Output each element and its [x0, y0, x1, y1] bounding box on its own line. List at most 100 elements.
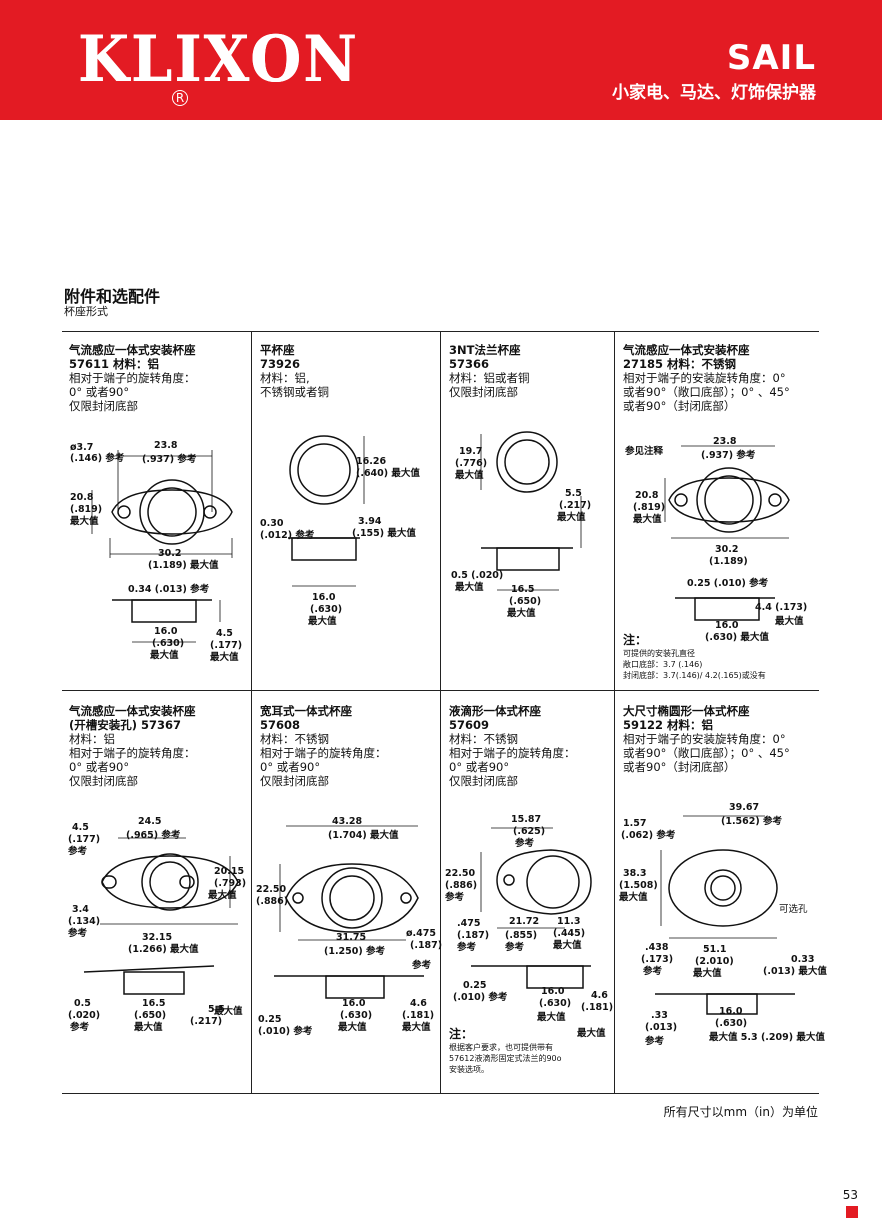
grid-divider	[614, 332, 615, 1093]
dim-text: 参考	[411, 959, 432, 971]
dim-text: 最大值	[633, 513, 662, 525]
dim-text: (.965) 参考	[126, 829, 181, 841]
dim-text: (.630)	[152, 638, 184, 649]
dim-text: 4.6	[591, 990, 608, 1001]
header-banner: KLIXON R SAIL 小家电、马达、灯饰保护器	[0, 0, 882, 120]
cell-line: 材料：铝,	[260, 371, 310, 385]
drawing-57366: 19.7 (.776) 最大值 5.5 (.217) 最大值 0.5 (.020…	[451, 431, 591, 619]
note-line: 可提供的安装孔直径	[623, 649, 695, 658]
dim-text: (.146) 参考	[70, 452, 125, 464]
dim-text: (.181)	[581, 1002, 613, 1013]
cell-line: 仅限封闭底部	[449, 774, 518, 788]
dim-text: (.012) 参考	[260, 529, 315, 541]
cup-profile	[496, 547, 560, 571]
dim-text: 23.8	[154, 440, 178, 451]
dim-text: (.650)	[509, 596, 541, 607]
cell-57608: 宽耳式一体式杯座 57608 材料：不锈钢 相对于端子的旋转角度： 0° 或者9…	[260, 704, 445, 788]
dim-text: (1.189) 最大值	[148, 559, 219, 571]
dim-text: 43.28	[332, 816, 362, 827]
cell-title: 液滴形一体式杯座	[449, 704, 541, 718]
dim-text: (.625)	[513, 826, 545, 837]
cell-57367: 气流感应一体式安装杯座 (开槽安装孔) 57367 材料：铝 相对于端子的旋转角…	[69, 704, 254, 788]
dim-text: (.819)	[633, 502, 665, 513]
cell-title: 气流感应一体式安装杯座	[69, 343, 196, 357]
note-27185: 注： 可提供的安装孔直径 敞口底部：3.7 (.146) 封闭底部：3.7(.1…	[623, 632, 766, 681]
cell-line: 仅限封闭底部	[69, 399, 138, 413]
mount-hole	[400, 892, 412, 904]
grid-divider	[62, 690, 819, 691]
grid-divider	[251, 332, 252, 1093]
dim-text: 最大值	[70, 515, 99, 527]
cup-inner-circle	[504, 439, 550, 485]
dim-text: (.177)	[210, 640, 242, 651]
dim-text: 11.3	[557, 916, 580, 927]
cup-circle	[696, 467, 762, 533]
dim-text: 31.75	[336, 932, 366, 943]
cell-title: 大尺寸椭圆形一体式杯座	[623, 704, 750, 718]
dim-text: (.187)	[457, 930, 489, 941]
cup-circle	[496, 431, 558, 493]
dim-text: 参见注释	[624, 445, 664, 457]
cell-line: 材料：铝	[69, 732, 115, 746]
cup-inner-circle	[704, 475, 754, 525]
dim-text: 最大值	[308, 615, 337, 627]
dim-text: 4.4 (.173)	[755, 602, 807, 613]
dim-text: 最大值	[553, 939, 582, 951]
dim-text: (1.250) 参考	[324, 945, 386, 957]
dim-text: 最大值	[619, 891, 648, 903]
dim-text: (.650)	[134, 1010, 166, 1021]
dim-text: (.630)	[340, 1010, 372, 1021]
dim-text: (.886)	[445, 880, 477, 891]
page-number: 53	[842, 1188, 858, 1202]
dim-text: 最大值	[210, 651, 239, 663]
note-line: 封闭底部：3.7(.146)/ 4.2(.165)或没有	[623, 671, 766, 680]
cup-grid	[62, 331, 819, 1094]
units-note: 所有尺寸以mm（in）为单位	[663, 1105, 818, 1119]
dim-text: 最大值	[402, 1021, 431, 1033]
dim-text: 最大值	[693, 967, 722, 979]
dim-text: ø.475	[406, 928, 436, 939]
note-line: 根据客户要求，也可提供带有	[449, 1043, 553, 1052]
dim-text: 参考	[67, 845, 88, 857]
dim-text: 最大值	[455, 469, 484, 481]
dim-text: 参考	[69, 1021, 90, 1033]
dim-text: 1.57	[623, 818, 646, 829]
dim-text: (.013) 最大值	[763, 965, 827, 977]
dim-text: 20.8	[635, 490, 659, 501]
note-label: 注：	[623, 633, 648, 647]
dim-text: 可选孔	[779, 903, 808, 915]
slot-hole	[179, 875, 195, 889]
dim-text: (.937) 参考	[701, 449, 756, 461]
dim-text: (.630)	[539, 998, 571, 1009]
dim-text: (.793)	[214, 878, 246, 889]
dim-text: .33	[651, 1010, 668, 1021]
cell-title: 宽耳式一体式杯座	[260, 704, 352, 718]
mount-hole	[674, 493, 688, 507]
cup-circle	[704, 869, 742, 907]
dim-text: 参考	[456, 941, 477, 953]
dim-text: (.173)	[641, 954, 673, 965]
dim-text: (.134)	[68, 916, 100, 927]
dim-text: 0.33	[791, 954, 814, 965]
cell-line: 材料：不锈钢	[260, 732, 329, 746]
dim-text: (.181)	[402, 1010, 434, 1021]
section-title: 附件和选配件	[64, 287, 161, 306]
grid-divider	[440, 332, 441, 1093]
dim-text: (.937) 参考	[142, 453, 197, 465]
cell-line: 57609	[449, 718, 490, 732]
flange-outline	[111, 489, 233, 535]
cup-profile	[131, 599, 197, 623]
mount-hole	[292, 892, 304, 904]
dim-text: (.020)	[68, 1010, 100, 1021]
dim-text: .475	[457, 918, 480, 929]
cell-line: 或者90°（敞口底部）；0° 、45°	[623, 746, 790, 760]
cell-title: 平杯座	[260, 343, 295, 357]
flange-outline	[285, 863, 419, 933]
dim-text: (.886)	[256, 896, 288, 907]
dim-text: 20.15	[214, 866, 244, 877]
cup-inner-circle	[329, 875, 375, 921]
dim-text: 32.15	[142, 932, 172, 943]
flange-outline	[101, 855, 239, 909]
dim-text: 0.5	[74, 998, 91, 1009]
cell-line: 相对于端子的旋转角度：	[69, 371, 196, 385]
